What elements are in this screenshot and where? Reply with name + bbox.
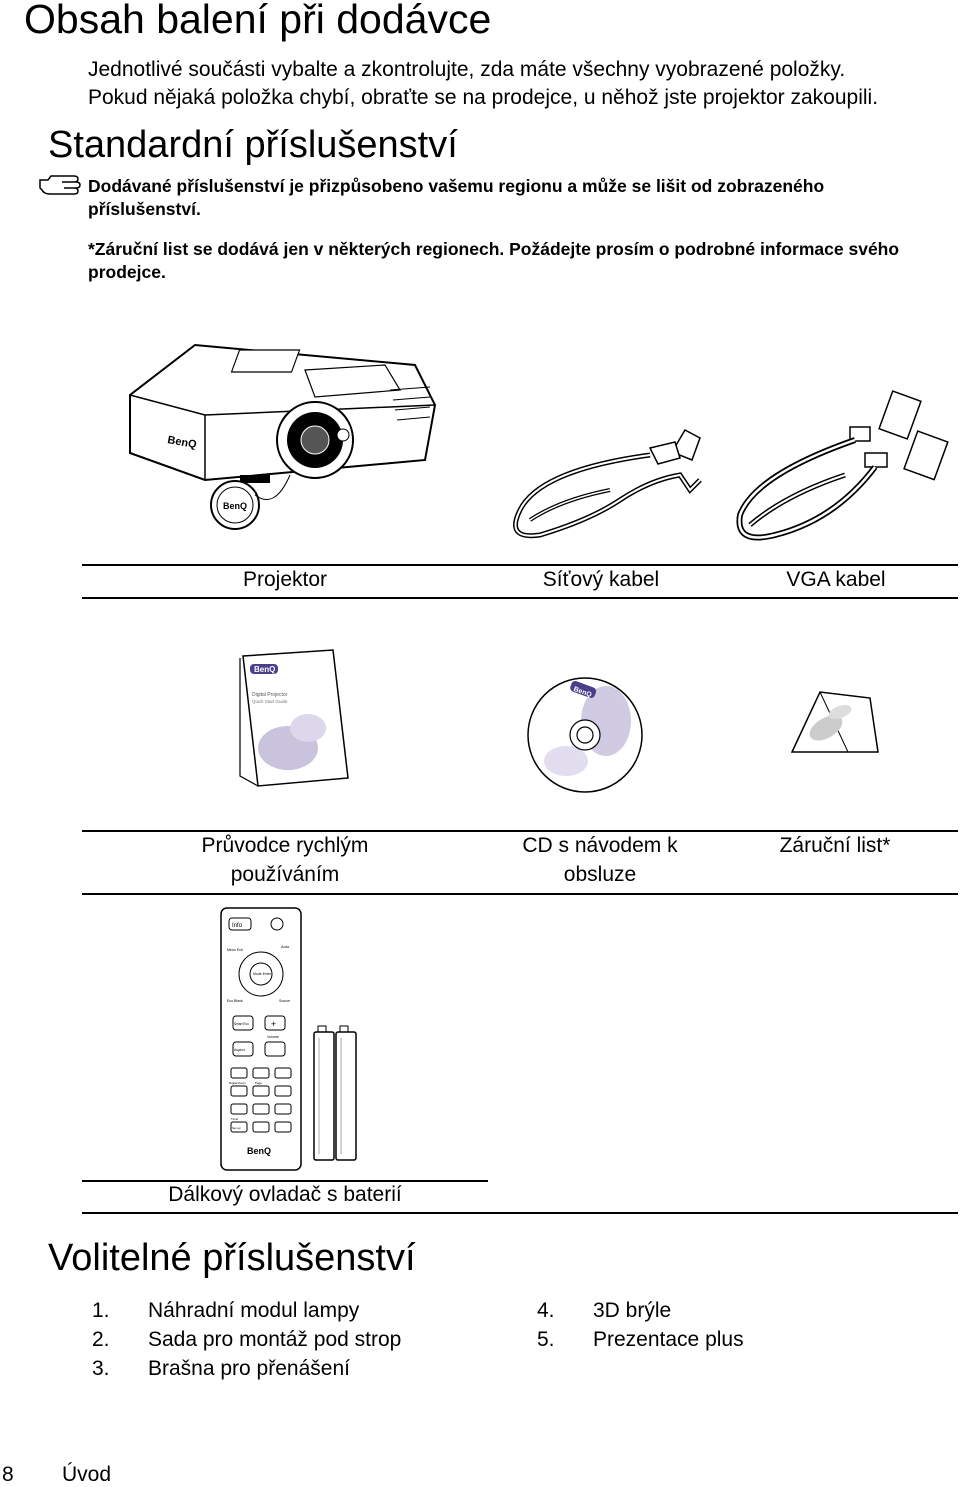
- standard-heading: Standardní příslušenství: [48, 124, 458, 166]
- svg-text:+: +: [271, 1019, 276, 1029]
- intro-line-2: Pokud nějaká položka chybí, obraťte se n…: [88, 86, 879, 109]
- remote-aspect: Aspect: [234, 1048, 245, 1052]
- list-item: 3.Brašna pro přenášení: [92, 1357, 350, 1380]
- row3-bottom-rule: [82, 1212, 958, 1214]
- remote-brand: BenQ: [247, 1146, 271, 1156]
- note-region: Dodávané příslušenství je přizpůsobeno v…: [88, 176, 825, 219]
- projector-image: BenQ BenQ: [129, 343, 437, 530]
- projector-brand: BenQ: [166, 434, 197, 451]
- caption-quick-guide: Průvodce rychlým používáním: [201, 834, 369, 886]
- vga-cable-image: [736, 390, 949, 541]
- remote-eco: Eco Blank: [227, 999, 243, 1003]
- optional-list-left: 1.Náhradní modul lampy 2.Sada pro montáž…: [92, 1296, 401, 1383]
- page-title: Obsah balení při dodávce: [24, 0, 492, 42]
- list-item: 4.3D brýle: [537, 1299, 672, 1322]
- caption-vga-cable: VGA kabel: [786, 568, 886, 591]
- row2-top-rule: [82, 830, 958, 832]
- row3-top-rule: [82, 1180, 488, 1182]
- row1-top-rule: [82, 564, 958, 566]
- intro-line-1: Jednotlivé součásti vybalte a zkontroluj…: [88, 58, 846, 81]
- remote-info: Info: [232, 923, 243, 929]
- remote-digital-zoom: Digital Zoom: [229, 1081, 246, 1085]
- cd-image: BenQ: [527, 677, 643, 793]
- caption-power-cable: Síťový kabel: [542, 568, 660, 591]
- row1-bottom-rule: [82, 597, 958, 599]
- optional-heading: Volitelné příslušenství: [48, 1237, 416, 1279]
- remote-setup: Set up: [232, 1126, 241, 1130]
- list-item: 1.Náhradní modul lampy: [92, 1299, 360, 1322]
- note-warranty: *Záruční list se dodává jen v některých …: [88, 239, 900, 282]
- warranty-card-image: [790, 691, 879, 753]
- remote-volume: Volume: [267, 1035, 279, 1039]
- list-item: 2.Sada pro montáž pod strop: [92, 1328, 402, 1351]
- remote-control-image: Info Menu Exit Auto Mode Enter Eco Blank…: [220, 907, 302, 1171]
- caption-cd: CD s návodem k obsluze: [522, 834, 678, 886]
- section-name: Úvod: [62, 1463, 112, 1486]
- caption-projector: Projektor: [242, 568, 328, 591]
- row2-bottom-rule: [82, 893, 958, 895]
- remote-smart-eco: Smart Eco: [234, 1022, 249, 1026]
- caption-warranty: Záruční list*: [779, 834, 891, 857]
- remote-mode: Mode Enter: [253, 972, 272, 976]
- remote-source: Source: [279, 999, 290, 1003]
- guide-brand: BenQ: [254, 665, 275, 674]
- lens-cap-brand: BenQ: [223, 501, 247, 511]
- power-cable-image: [513, 429, 702, 539]
- remote-timer: Timer: [231, 1117, 239, 1121]
- batteries-image: [313, 1025, 357, 1161]
- guide-subtitle: Quick Start Guide: [252, 699, 288, 704]
- guide-title: Digital Projector: [252, 692, 288, 698]
- remote-page: Page: [255, 1081, 262, 1085]
- page-number: 8: [2, 1463, 14, 1486]
- caption-remote: Dálkový ovladač s baterií: [168, 1183, 402, 1206]
- intro-text: Jednotlivé součásti vybalte a zkontroluj…: [88, 56, 878, 112]
- hand-pointer-icon: [39, 175, 81, 195]
- remote-auto: Auto: [281, 944, 290, 949]
- list-item: 5.Prezentace plus: [537, 1328, 744, 1351]
- quick-guide-image: BenQ Digital Projector Quick Start Guide: [239, 649, 349, 787]
- optional-list-right: 4.3D brýle 5.Prezentace plus: [537, 1296, 744, 1354]
- remote-menu: Menu Exit: [227, 948, 243, 952]
